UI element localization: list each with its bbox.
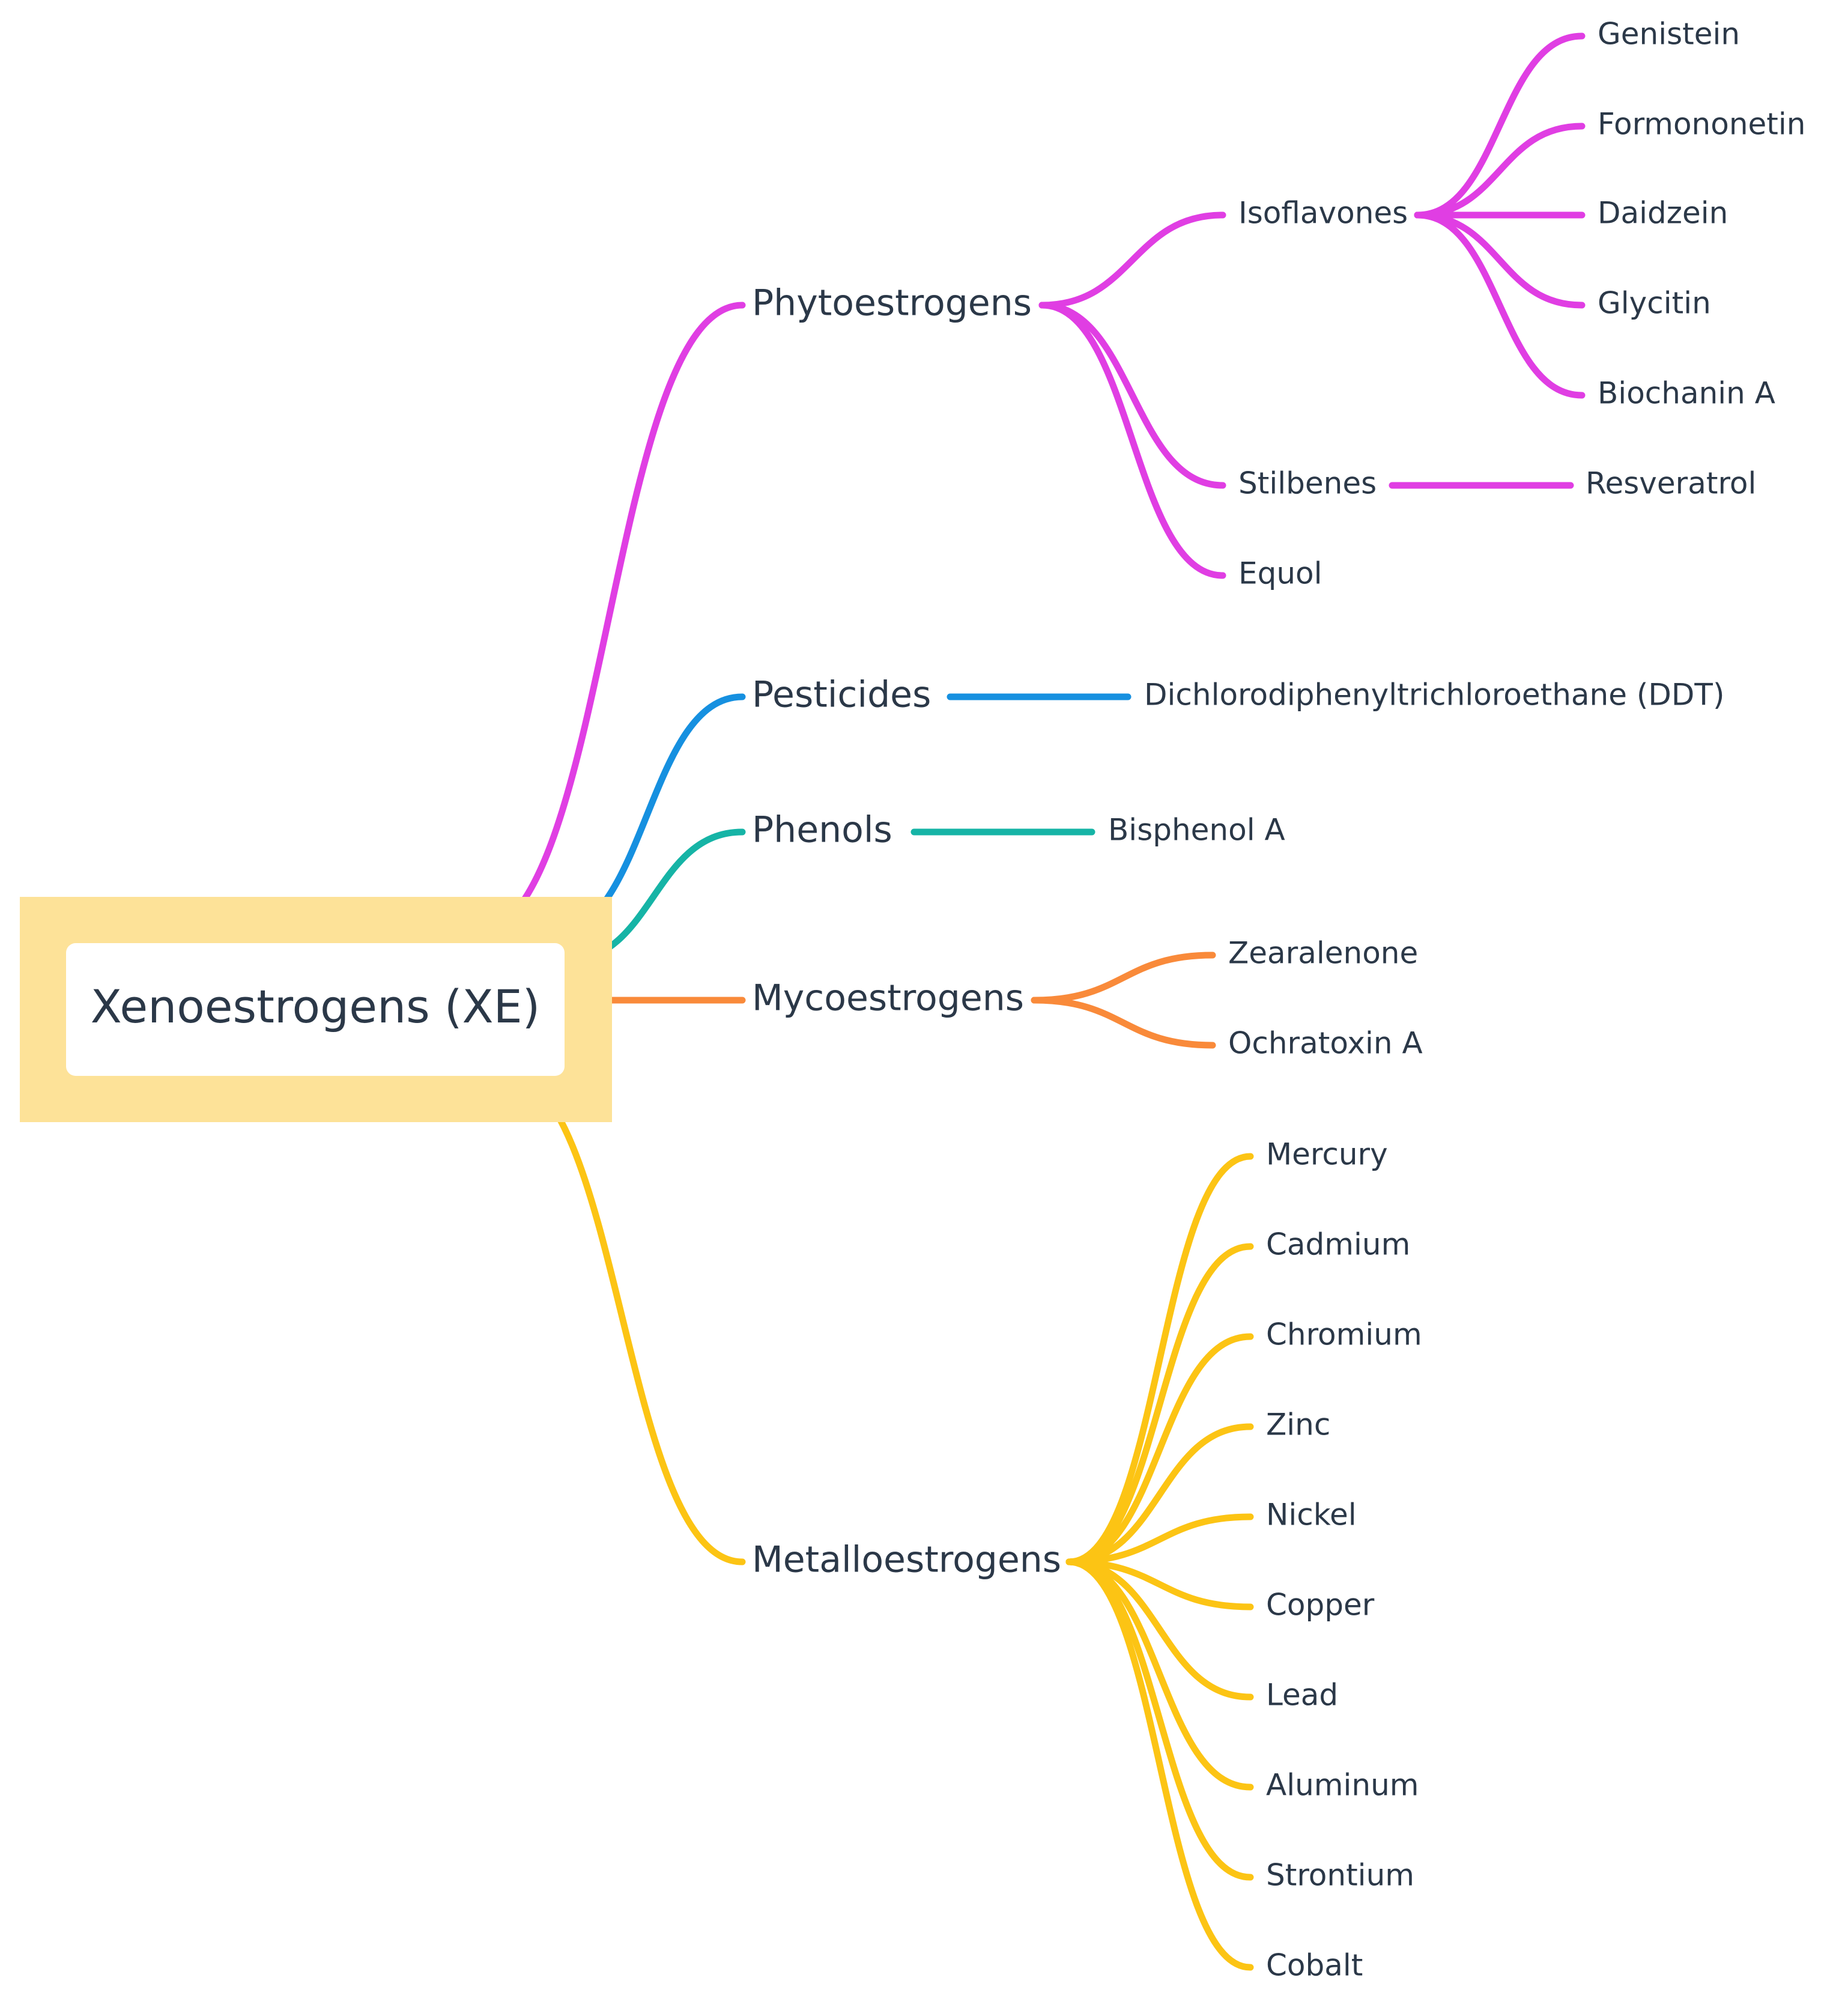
root-node: Xenoestrogens (XE) bbox=[20, 897, 612, 1122]
connector-mycoestrogens-zearalenone bbox=[1031, 952, 1216, 1004]
node-stilbenes: Stilbenes bbox=[1238, 466, 1377, 501]
node-mercury: Mercury bbox=[1266, 1137, 1388, 1172]
node-glycitin: Glycitin bbox=[1598, 286, 1711, 321]
node-zearalenone: Zearalenone bbox=[1228, 936, 1418, 971]
node-pesticides: Pesticides bbox=[752, 674, 931, 716]
connector-phytoestrogens-isoflavones bbox=[1038, 211, 1226, 309]
node-phenols: Phenols bbox=[752, 809, 892, 851]
node-labels: Phytoestrogens Isoflavones GenisteinFormon… bbox=[752, 17, 1805, 1983]
connector-metalloestrogens-zinc bbox=[1065, 1423, 1254, 1565]
connector-isoflavones-biochanin-a bbox=[1414, 211, 1586, 399]
node-dichlorodiphenyltrichloroethane-ddt: Dichlorodiphenyltrichloroethane (DDT) bbox=[1144, 678, 1724, 712]
connector-phytoestrogens-stilbenes bbox=[1038, 302, 1226, 489]
node-mycoestrogens: Mycoestrogens bbox=[752, 977, 1024, 1019]
node-phytoestrogens: Phytoestrogens bbox=[752, 282, 1032, 324]
node-bisphenol-a: Bisphenol A bbox=[1108, 813, 1285, 848]
branch-connectors bbox=[471, 32, 1586, 1971]
node-copper: Copper bbox=[1266, 1588, 1375, 1623]
node-lead: Lead bbox=[1266, 1678, 1338, 1713]
connector-isoflavones-glycitin bbox=[1414, 211, 1586, 309]
connector-isoflavones-genistein bbox=[1414, 32, 1586, 219]
node-genistein: Genistein bbox=[1598, 17, 1740, 52]
node-resveratrol: Resveratrol bbox=[1586, 466, 1756, 501]
connector-metalloestrogens-strontium bbox=[1065, 1558, 1254, 1881]
connector-metalloestrogens-cadmium bbox=[1065, 1243, 1254, 1565]
connector-metalloestrogens-cobalt bbox=[1065, 1558, 1254, 1971]
node-daidzein: Daidzein bbox=[1598, 196, 1728, 231]
node-cadmium: Cadmium bbox=[1266, 1227, 1410, 1262]
node-ochratoxin-a: Ochratoxin A bbox=[1228, 1026, 1423, 1061]
node-nickel: Nickel bbox=[1266, 1498, 1357, 1532]
connector-isoflavones-formononetin bbox=[1414, 123, 1586, 219]
connector-root-phytoestrogens bbox=[471, 302, 746, 938]
connector-phytoestrogens-equol bbox=[1038, 302, 1226, 579]
connector-metalloestrogens-nickel bbox=[1065, 1513, 1254, 1565]
connector-metalloestrogens-chromium bbox=[1065, 1333, 1254, 1565]
root-label: Xenoestrogens (XE) bbox=[91, 980, 541, 1033]
node-zinc: Zinc bbox=[1266, 1407, 1330, 1442]
connector-root-metalloestrogens bbox=[498, 1067, 746, 1565]
node-biochanin-a: Biochanin A bbox=[1598, 376, 1775, 411]
connector-metalloestrogens-lead bbox=[1065, 1558, 1254, 1701]
node-formononetin: Formononetin bbox=[1598, 107, 1805, 142]
node-equol: Equol bbox=[1238, 556, 1322, 591]
connector-metalloestrogens-mercury bbox=[1065, 1153, 1254, 1565]
node-aluminum: Aluminum bbox=[1266, 1768, 1419, 1803]
node-isoflavones: Isoflavones bbox=[1238, 196, 1408, 231]
connector-metalloestrogens-copper bbox=[1065, 1558, 1254, 1611]
node-strontium: Strontium bbox=[1266, 1858, 1414, 1893]
node-cobalt: Cobalt bbox=[1266, 1948, 1363, 1983]
root-box bbox=[66, 943, 565, 1076]
connector-mycoestrogens-ochratoxin-a bbox=[1031, 997, 1216, 1049]
node-chromium: Chromium bbox=[1266, 1317, 1422, 1352]
node-metalloestrogens: Metalloestrogens bbox=[752, 1539, 1061, 1581]
